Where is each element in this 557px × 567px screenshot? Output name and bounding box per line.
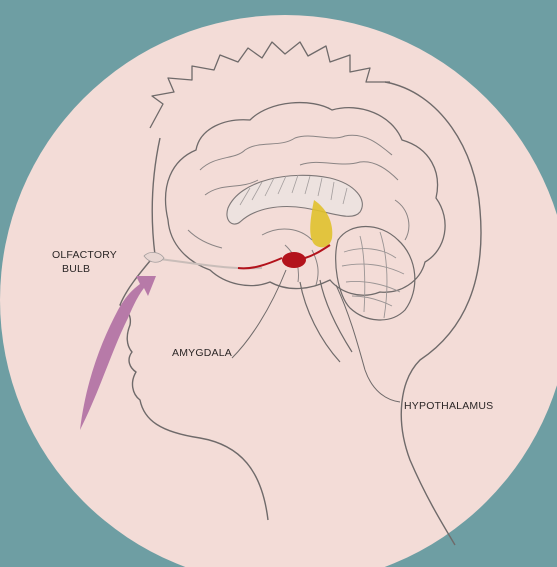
background-disc bbox=[0, 15, 557, 567]
amygdala-shape bbox=[282, 252, 306, 268]
olfactory-label-line1: OLFACTORY bbox=[52, 249, 117, 261]
amygdala-label: AMYGDALA bbox=[172, 347, 232, 359]
hypothalamus-label: HYPOTHALAMUS bbox=[404, 400, 493, 412]
olfactory-label-line2: BULB bbox=[62, 263, 90, 275]
